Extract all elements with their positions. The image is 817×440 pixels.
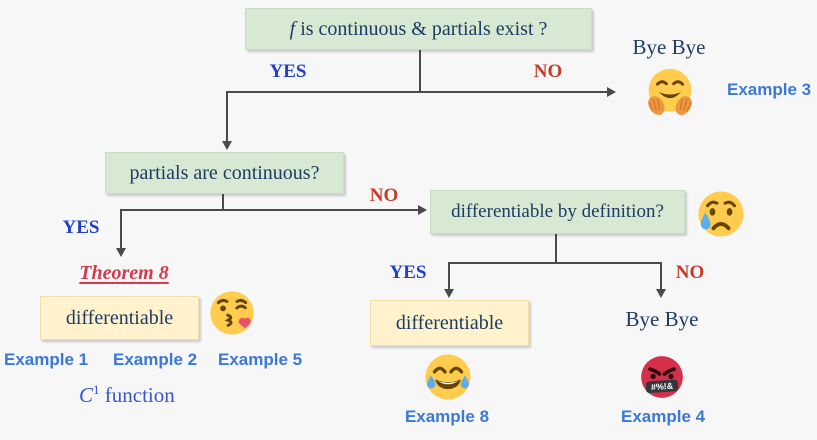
connector-yes3-down bbox=[448, 262, 450, 290]
example-8-label: Example 8 bbox=[404, 407, 490, 426]
arrowhead-to-partials bbox=[222, 141, 232, 150]
c1-superscript: 1 bbox=[93, 382, 100, 397]
arrowhead-to-bye-bottom bbox=[656, 289, 666, 298]
kiss-emoji-icon bbox=[210, 291, 254, 335]
node-diff-by-def-question: differentiable by definition? bbox=[430, 190, 685, 234]
arrowhead-to-differentiable-right bbox=[444, 289, 454, 298]
connector-yes2-down bbox=[120, 209, 122, 249]
connector-branch1-horizontal bbox=[227, 91, 608, 93]
node-differentiable-left: differentiable bbox=[40, 296, 199, 340]
grawlix-text: #%!& bbox=[651, 381, 674, 393]
branch1-no-label: NO bbox=[533, 61, 563, 82]
connector-no3-down bbox=[660, 262, 662, 290]
c1-rest: function bbox=[99, 383, 175, 407]
hugging-face-emoji-icon bbox=[648, 68, 692, 115]
branch1-yes-label: YES bbox=[269, 61, 307, 82]
diff-by-def-label: differentiable by definition? bbox=[451, 201, 664, 222]
italic-f: f bbox=[289, 17, 296, 40]
connector-root-down bbox=[419, 48, 421, 92]
connector-branch3-horizontal bbox=[448, 262, 662, 264]
c1-function-label: C1 function bbox=[79, 382, 175, 408]
cursing-emoji-icon: #%!& bbox=[641, 356, 683, 398]
joy-emoji-icon bbox=[425, 354, 471, 400]
node-partials-question: partials are continuous? bbox=[105, 152, 344, 194]
connector-partials-down bbox=[222, 192, 224, 210]
example-5-label: Example 5 bbox=[218, 350, 303, 369]
branch3-yes-label: YES bbox=[389, 262, 427, 283]
theorem-8-label: Theorem 8 bbox=[79, 262, 169, 284]
node-root-label: f is continuous & partials exist ? bbox=[290, 18, 548, 41]
bye-bye-bottom-label: Bye Bye bbox=[625, 307, 699, 331]
bye-bye-top-label: Bye Bye bbox=[632, 35, 706, 59]
differentiable-right-label: differentiable bbox=[395, 311, 504, 334]
c1-base: C bbox=[79, 383, 94, 407]
example-4-label: Example 4 bbox=[621, 407, 706, 426]
branch2-yes-label: YES bbox=[62, 217, 100, 238]
branch2-no-label: NO bbox=[369, 185, 399, 206]
root-label-rest: is continuous & partials exist ? bbox=[295, 17, 548, 40]
arrowhead-to-bye-top bbox=[607, 87, 616, 97]
node-root-question: f is continuous & partials exist ? bbox=[245, 8, 592, 50]
connector-diffdef-down bbox=[555, 233, 557, 263]
example-2-label: Example 2 bbox=[113, 350, 198, 369]
example-3-label: Example 3 bbox=[727, 80, 812, 99]
arrowhead-to-theorem bbox=[116, 248, 126, 257]
sad-tear-emoji-icon bbox=[698, 191, 744, 237]
example-1-label: Example 1 bbox=[4, 350, 89, 369]
differentiable-left-label: differentiable bbox=[65, 306, 174, 329]
branch3-no-label: NO bbox=[675, 262, 705, 283]
connector-branch2-horizontal bbox=[121, 209, 418, 211]
connector-yes1-down bbox=[226, 91, 228, 141]
partials-label: partials are continuous? bbox=[129, 161, 320, 184]
node-differentiable-right: differentiable bbox=[370, 300, 529, 346]
arrowhead-to-diff-by-def bbox=[418, 205, 427, 215]
